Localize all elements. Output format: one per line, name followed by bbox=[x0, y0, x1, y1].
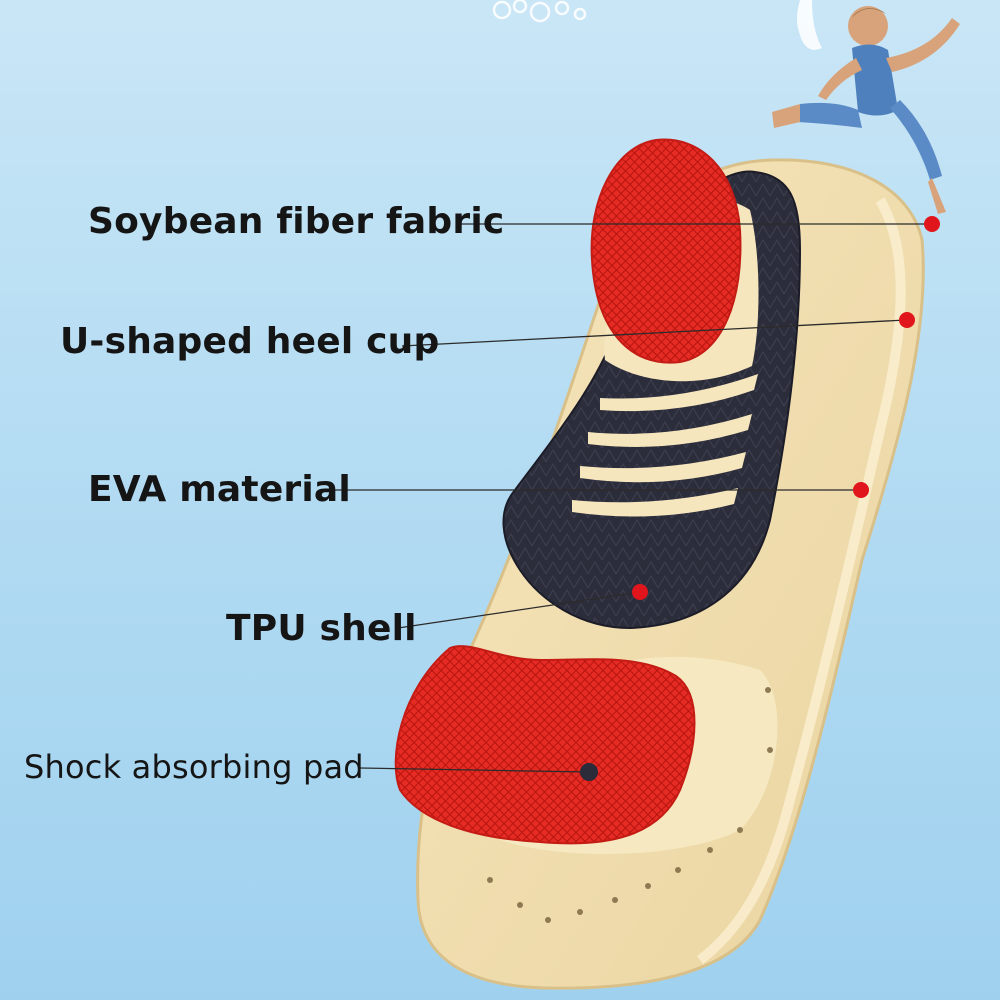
jumping-child-figure bbox=[772, 6, 960, 214]
bubbles-decoration bbox=[492, 0, 587, 23]
shell-ventilation-slots bbox=[572, 374, 758, 517]
label-tpu-shell: TPU shell bbox=[226, 608, 417, 649]
label-eva-material: EVA material bbox=[88, 469, 351, 510]
marker-soybean bbox=[924, 216, 940, 232]
label-u-shaped-heel-cup: U-shaped heel cup bbox=[60, 321, 440, 362]
insole-edge-highlight bbox=[696, 197, 906, 964]
marker-heel-cup bbox=[899, 312, 915, 328]
label-soybean-fiber-fabric: Soybean fiber fabric bbox=[88, 201, 505, 242]
milk-splash bbox=[797, 0, 822, 50]
marker-eva bbox=[853, 482, 869, 498]
marker-shock bbox=[580, 763, 598, 781]
leader-lines bbox=[328, 223, 930, 773]
leader-line-shock bbox=[359, 767, 589, 773]
leader-line-heel-cup bbox=[401, 319, 907, 347]
leader-line-tpu bbox=[397, 591, 641, 629]
marker-tpu bbox=[632, 584, 648, 600]
soybean-fiber-pad bbox=[590, 138, 742, 364]
label-shock-absorbing-pad: Shock absorbing pad bbox=[24, 748, 364, 786]
forefoot-ventilation-holes bbox=[487, 687, 773, 923]
shock-absorbing-pad bbox=[394, 645, 696, 845]
